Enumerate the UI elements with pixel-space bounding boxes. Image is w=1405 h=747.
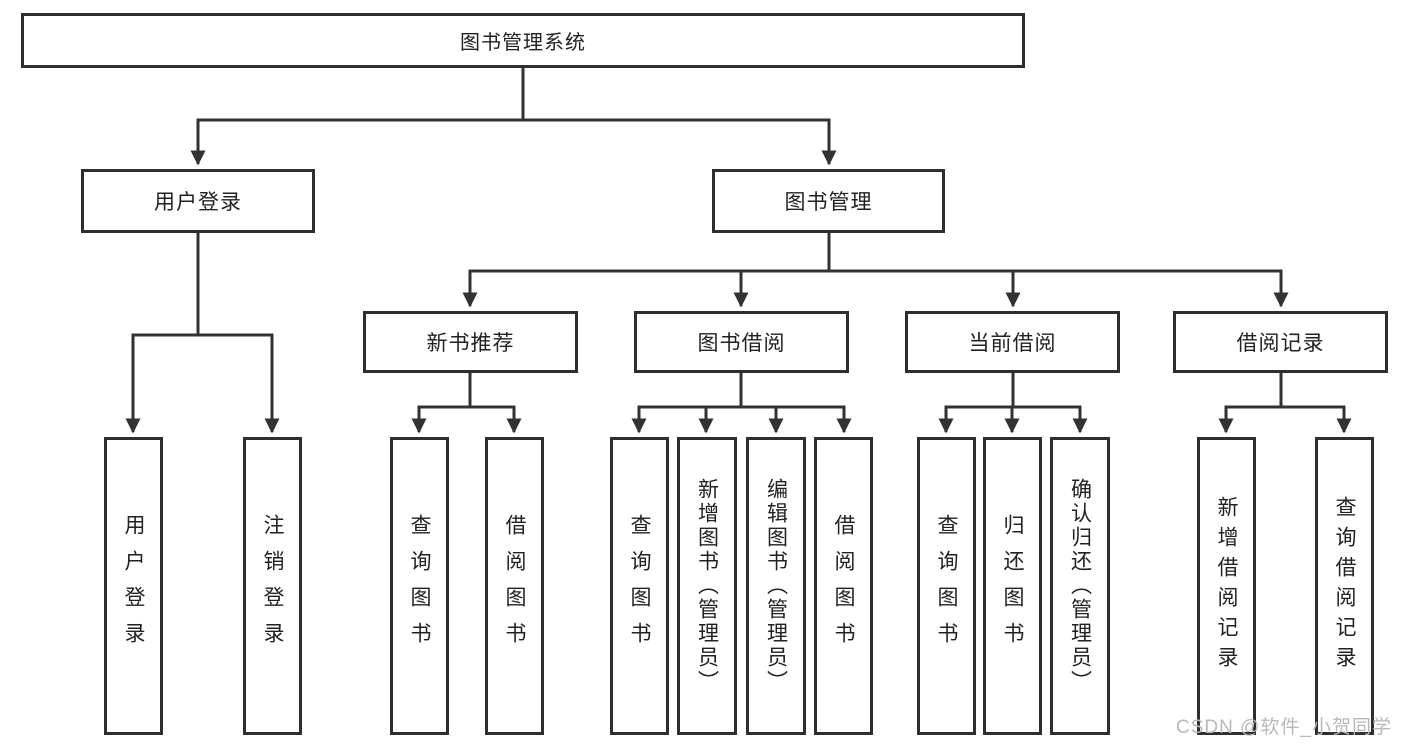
node-user-login: 用户登录: [81, 169, 315, 233]
leaf-confirm-return-admin-label: 确认归还（管理员）: [1068, 478, 1092, 694]
node-current-borrowing-label: 当前借阅: [968, 332, 1057, 355]
node-new-book-recommend-label: 新书推荐: [426, 332, 515, 355]
node-book-management: 图书管理: [712, 169, 945, 233]
leaf-query-borrow-record-label: 查询借阅记录: [1333, 496, 1356, 676]
leaf-add-books-admin-label: 新增图书（管理员）: [695, 478, 719, 694]
leaf-edit-books-admin: 编辑图书（管理员）: [746, 437, 806, 735]
leaf-query-books-current: 查询图书: [917, 437, 976, 735]
leaf-query-books-recommend: 查询图书: [390, 437, 449, 735]
leaf-add-borrow-record: 新增借阅记录: [1197, 437, 1256, 735]
leaf-add-books-admin: 新增图书（管理员）: [677, 437, 737, 735]
node-book-borrowing-label: 图书借阅: [697, 332, 786, 355]
node-current-borrowing: 当前借阅: [905, 311, 1120, 373]
watermark: CSDN @软件_小贺同学: [1176, 717, 1392, 738]
leaf-borrow-books-recommend: 借阅图书: [485, 437, 544, 735]
leaf-borrow-books-recommend-label: 借阅图书: [503, 514, 526, 658]
node-library-system-label: 图书管理系统: [460, 32, 586, 54]
node-book-borrowing: 图书借阅: [634, 311, 849, 373]
leaf-return-books: 归还图书: [983, 437, 1042, 735]
leaf-user-login-label: 用户登录: [122, 514, 145, 658]
node-book-management-label: 图书管理: [784, 191, 873, 214]
leaf-confirm-return-admin: 确认归还（管理员）: [1050, 437, 1110, 735]
node-new-book-recommend: 新书推荐: [363, 311, 578, 373]
node-library-system: 图书管理系统: [21, 13, 1025, 68]
node-user-login-label: 用户登录: [154, 191, 242, 214]
leaf-query-books-current-label: 查询图书: [935, 514, 958, 658]
node-borrowing-records-label: 借阅记录: [1236, 332, 1325, 355]
leaf-edit-books-admin-label: 编辑图书（管理员）: [764, 478, 788, 694]
leaf-logout: 注销登录: [243, 437, 302, 735]
node-borrowing-records: 借阅记录: [1173, 311, 1388, 373]
leaf-query-books-borrowing: 查询图书: [610, 437, 669, 735]
leaf-logout-label: 注销登录: [261, 514, 284, 658]
leaf-borrow-books-borrowing-label: 借阅图书: [832, 514, 855, 658]
leaf-query-books-borrowing-label: 查询图书: [628, 514, 651, 658]
leaf-add-borrow-record-label: 新增借阅记录: [1215, 496, 1238, 676]
leaf-return-books-label: 归还图书: [1001, 514, 1024, 658]
leaf-user-login: 用户登录: [104, 437, 163, 735]
leaf-query-borrow-record: 查询借阅记录: [1315, 437, 1374, 735]
leaf-borrow-books-borrowing: 借阅图书: [814, 437, 873, 735]
leaf-query-books-recommend-label: 查询图书: [408, 514, 431, 658]
